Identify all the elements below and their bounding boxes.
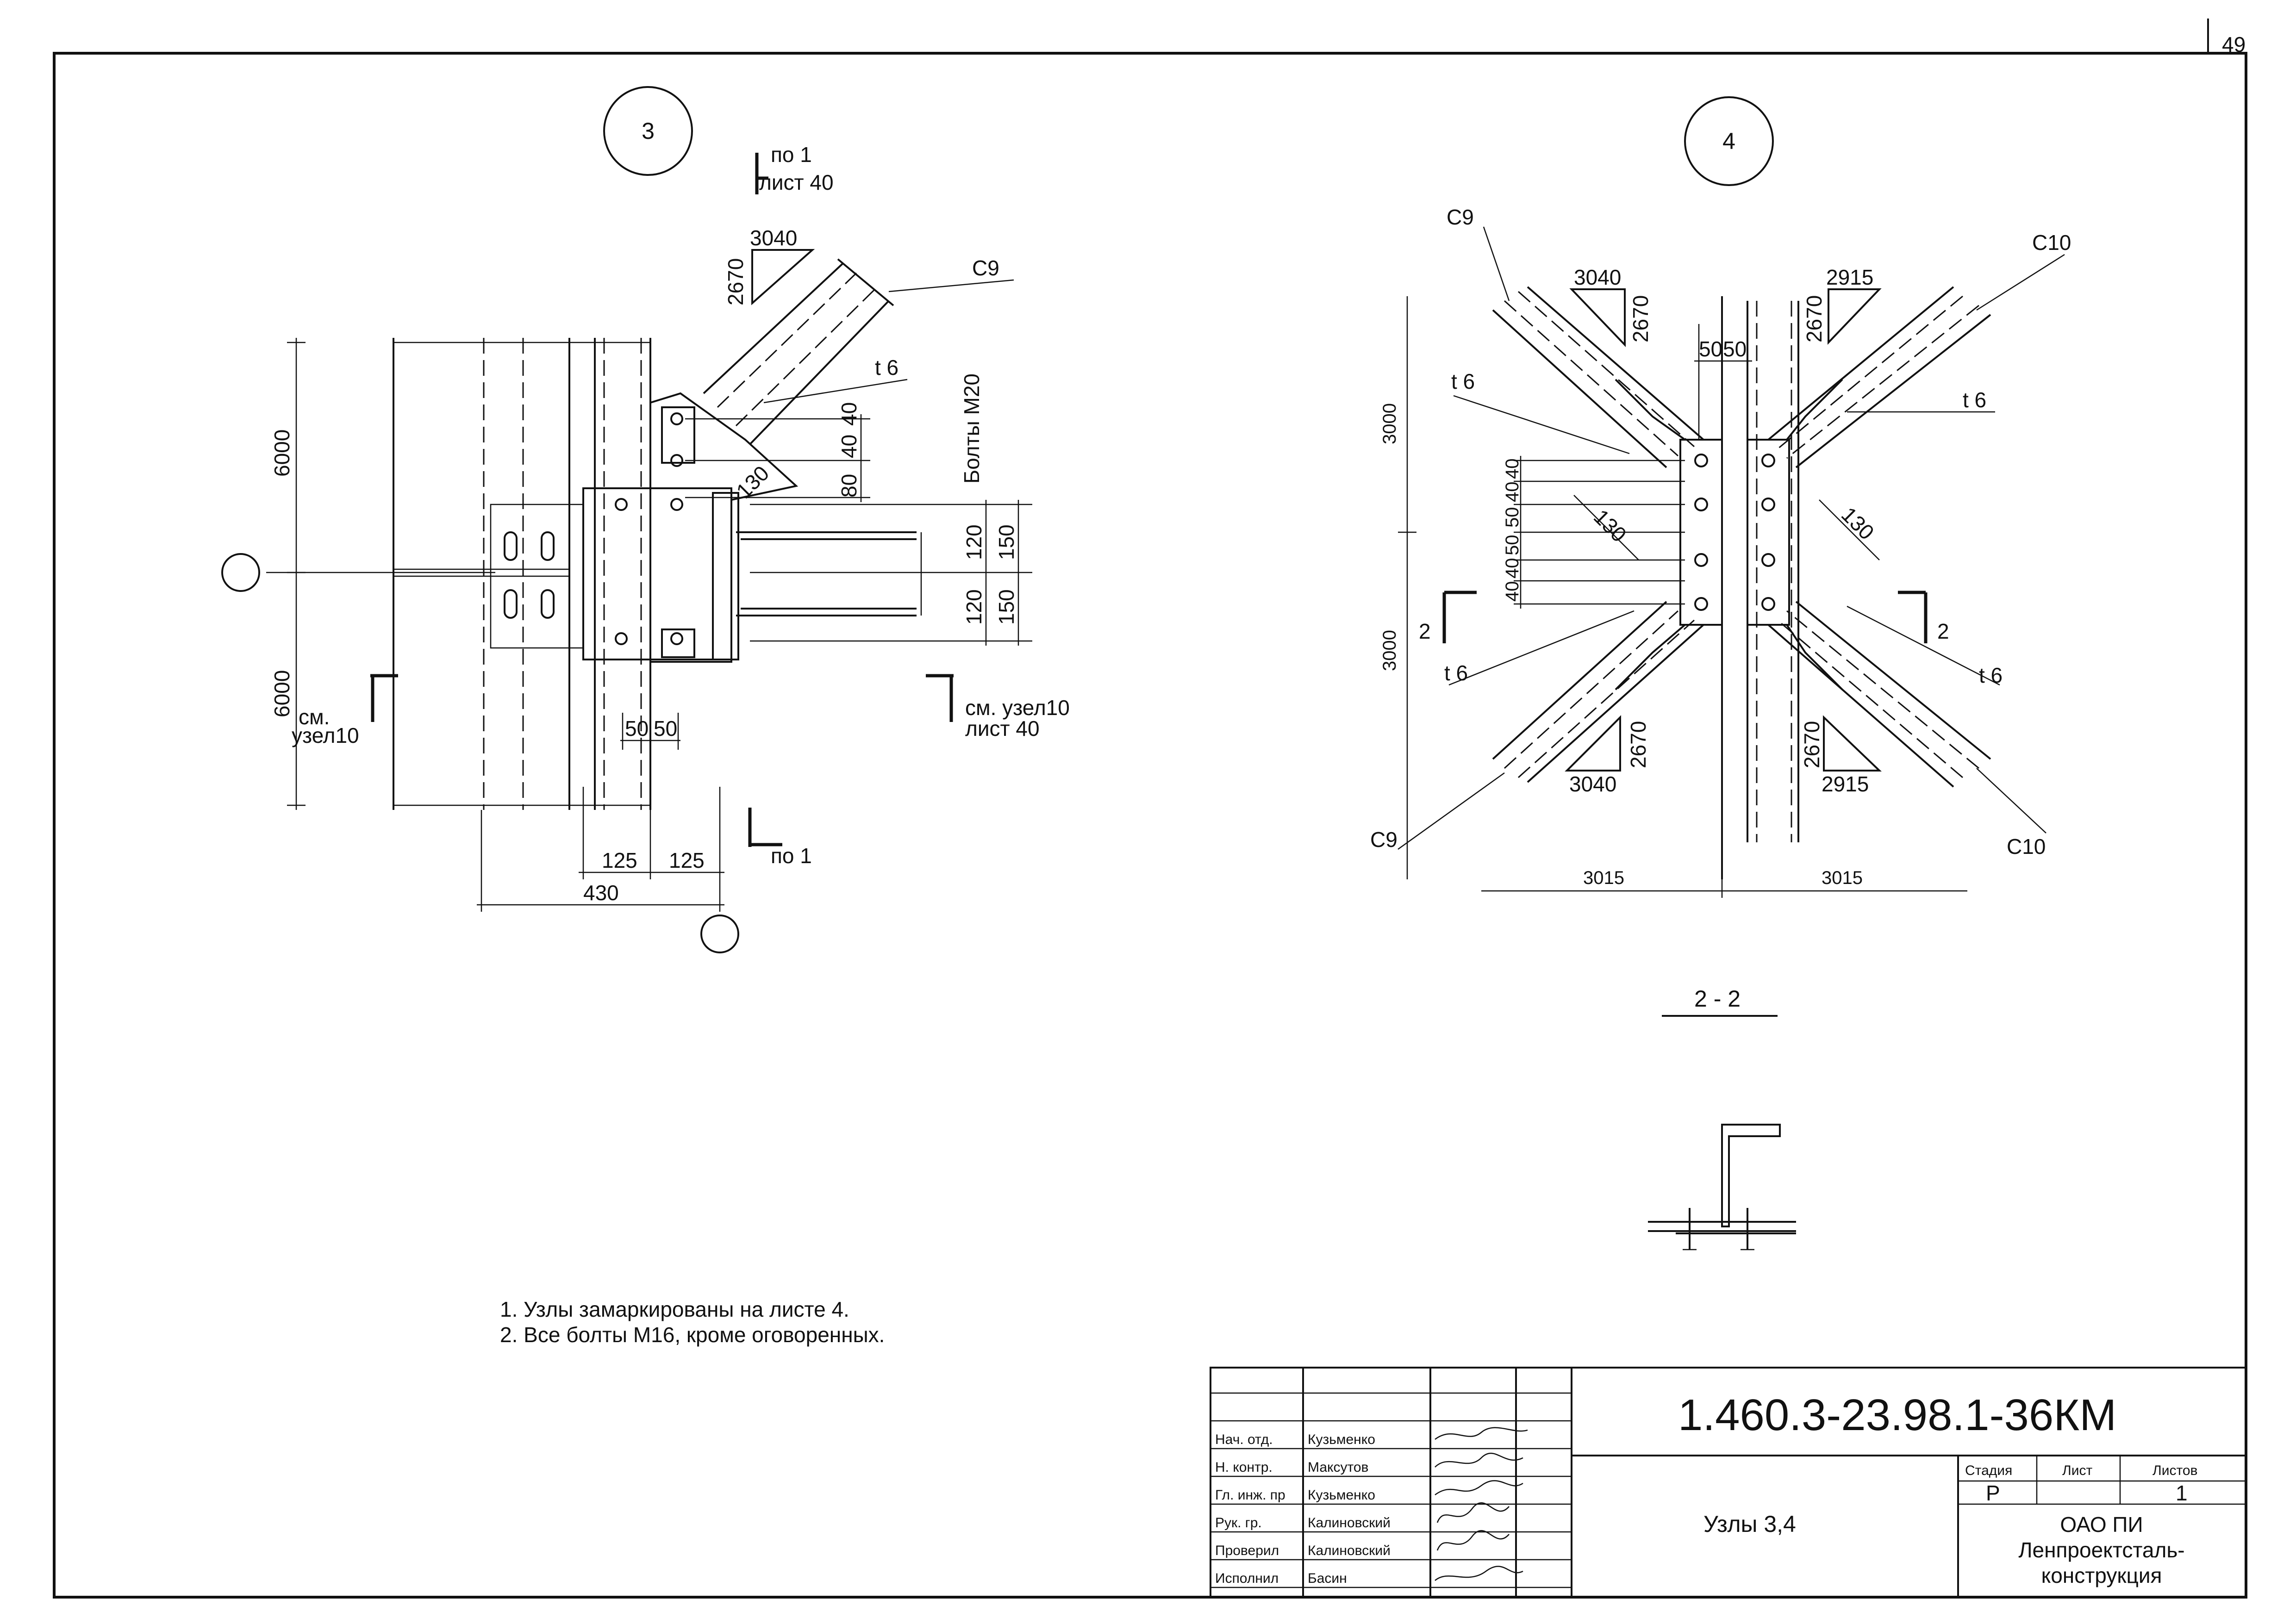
row-name-2: Максутов	[1308, 1460, 1369, 1475]
sheet-frame	[53, 52, 2247, 1599]
row-role-2: Н. контр.	[1215, 1460, 1273, 1475]
row-role-6: Исполнил	[1215, 1571, 1279, 1586]
row-role-3: Гл. инж. пр	[1215, 1487, 1285, 1503]
node-4-dim-130-left: 130	[1589, 504, 1631, 547]
node-4-slope-h-bl: 3040	[1569, 772, 1616, 796]
page-number: 49	[2222, 32, 2246, 56]
row-name-3: Кузьменко	[1308, 1487, 1375, 1503]
section-title: 2 - 2	[1694, 986, 1741, 1012]
sheet-label: Лист	[2062, 1463, 2092, 1478]
org-line-1: ОАО ПИ	[2060, 1512, 2143, 1537]
node-4-plate-tl: t 6	[1451, 369, 1475, 393]
stage-label: Стадия	[1965, 1463, 2012, 1478]
node-4-slope-v-bl: 2670	[1626, 721, 1650, 768]
node-4-dim-v5: 40	[1502, 558, 1522, 579]
node-3-dim-150a: 150	[994, 524, 1018, 560]
node-3-dim-430: 430	[583, 881, 619, 905]
node-4-dim-v6: 40	[1502, 581, 1522, 602]
node-3-slope-h: 3040	[750, 226, 797, 250]
row-role-5: Проверил	[1215, 1543, 1279, 1558]
node-3-dim-125a: 125	[602, 848, 637, 872]
node-3-plate-label: t 6	[875, 355, 898, 380]
row-role-1: Нач. отд.	[1215, 1432, 1273, 1447]
org-line-2: Ленпроектсталь-	[2018, 1538, 2184, 1562]
node-4-dim-v2: 40	[1502, 482, 1522, 503]
node-3-dim-40a: 40	[837, 435, 861, 458]
node-3-slope-v: 2670	[724, 258, 748, 305]
node-3-dim-50a: 50	[625, 716, 649, 740]
node-3-see-left-1: см.	[299, 705, 330, 729]
section-top-label-1: по 1	[771, 143, 812, 167]
node-3-dim-6000a: 6000	[270, 429, 294, 477]
node-4-brace-bl: C9	[1370, 828, 1398, 852]
note-1: 1. Узлы замаркированы на листе 4.	[500, 1297, 849, 1321]
section-2-2: 2 - 2	[1648, 986, 1796, 1251]
axis-marker-left	[221, 553, 260, 592]
row-name-4: Калиновский	[1308, 1515, 1391, 1531]
node-4-brace-br: C10	[2007, 834, 2046, 859]
node-4-plate-bl: t 6	[1444, 661, 1468, 685]
node-3-see-right-1: см. узел10	[965, 696, 1070, 720]
node-3-dim-80: 80	[837, 474, 861, 498]
node-3-bolts	[504, 412, 683, 645]
node-3-dim-120a: 120	[962, 524, 986, 560]
sheets-label: Листов	[2152, 1463, 2197, 1478]
node-4-slope-v-tl: 2670	[1628, 295, 1653, 342]
note-2: 2. Все болты М16, кроме оговоренных.	[500, 1323, 885, 1347]
row-name-5: Калиновский	[1308, 1543, 1391, 1558]
org-line-3: конструкция	[2041, 1563, 2162, 1587]
section-top-label-2: лист 40	[759, 170, 834, 194]
node-4-slope-h-tr: 2915	[1826, 265, 1873, 289]
node-4-dim-50a: 50	[1699, 337, 1722, 361]
node-4-brace-tl: C9	[1447, 205, 1474, 229]
node-3-circle	[603, 86, 693, 176]
drawing-title: Узлы 3,4	[1703, 1511, 1796, 1537]
node-4-plate-br: t 6	[1979, 663, 2003, 687]
section-mark-right: 2	[1937, 619, 1949, 643]
node-4-dim-v3: 50	[1502, 507, 1522, 528]
node-4-slope-v-br: 2670	[1800, 721, 1824, 768]
node-4-slope-h-tl: 3040	[1574, 265, 1621, 289]
node-3-dim-6000b: 6000	[270, 670, 294, 717]
node-3-see-left-2: узел10	[292, 723, 359, 747]
node-4-dim-3015a: 3015	[1583, 868, 1624, 888]
node-4-dim-50b: 50	[1723, 337, 1747, 361]
node-4-number: 4	[1722, 128, 1735, 154]
signatures	[1435, 1427, 1528, 1581]
stage-value: Р	[1986, 1481, 2000, 1505]
node-3-number: 3	[642, 118, 655, 144]
node-4-circle	[1684, 96, 1774, 186]
node-3-dim-125b: 125	[669, 848, 705, 872]
node-4-dim-3015b: 3015	[1822, 868, 1863, 888]
node-4-slope-v-tr: 2670	[1802, 295, 1826, 342]
node-3-dim-150b: 150	[994, 589, 1018, 625]
row-name-1: Кузьменко	[1308, 1432, 1375, 1447]
node-4: 4 3040	[1370, 96, 2071, 898]
section-mark-left: 2	[1419, 619, 1431, 643]
section-bottom-label: по 1	[771, 844, 812, 868]
title-block: 1.460.3-23.98.1-36КМ Узлы 3,4 Стадия Лис…	[1210, 1367, 2247, 1598]
node-3-dim-40b: 40	[837, 402, 861, 426]
node-3-bolts-label: Болты M20	[960, 373, 984, 484]
axis-marker-bottom	[700, 915, 739, 953]
node-4-slope-h-br: 2915	[1822, 772, 1869, 796]
node-4-brace-tr: C10	[2032, 230, 2071, 255]
node-3-dim-120b: 120	[962, 589, 986, 625]
node-3-dim-50b: 50	[654, 716, 677, 740]
row-role-4: Рук. гр.	[1215, 1515, 1262, 1531]
node-4-dim-v4: 50	[1502, 535, 1522, 556]
row-name-6: Басин	[1308, 1571, 1347, 1586]
sheets-value: 1	[2176, 1481, 2188, 1505]
node-3-see-right-2: лист 40	[965, 716, 1040, 740]
node-4-dim-v1: 40	[1502, 459, 1522, 479]
node-4-bolts	[1694, 454, 1775, 611]
node-4-dim-3000a: 3000	[1379, 403, 1400, 444]
node-4-dim-3000b: 3000	[1379, 630, 1400, 671]
node-3: 3 по 1 лист 40	[221, 86, 1070, 953]
node-3-brace-mark: C9	[972, 256, 999, 280]
node-4-plate-tr: t 6	[1963, 388, 1986, 412]
drawing-code: 1.460.3-23.98.1-36КМ	[1678, 1390, 2116, 1440]
